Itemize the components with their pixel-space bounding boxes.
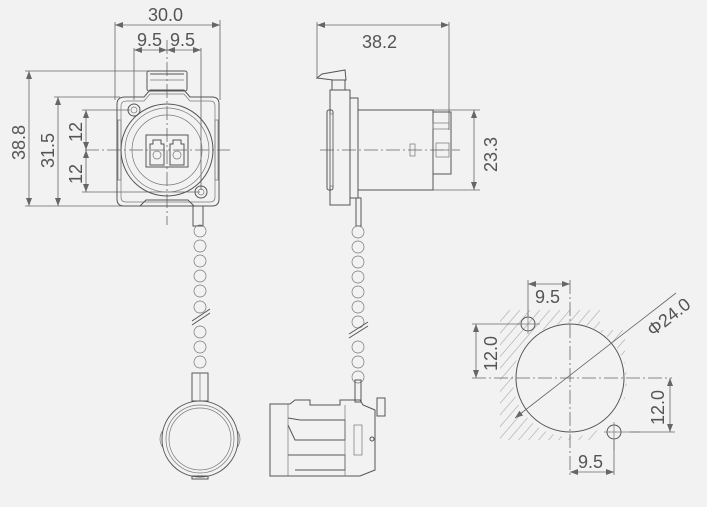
dim-front-lower-offset: 12 xyxy=(66,164,86,184)
side-dust-cap-chain xyxy=(348,225,369,384)
front-view: 30.0 9.5 9.5 38.8 31.5 12 12 xyxy=(9,5,230,227)
dim-front-height-flange: 31.5 xyxy=(38,133,58,168)
dim-cutout-left-offset: 12.0 xyxy=(481,336,501,371)
dim-side-length: 38.2 xyxy=(362,32,397,52)
side-view: 38.2 23.3 xyxy=(315,22,501,227)
dim-cutout-diameter: Φ24.0 xyxy=(643,294,694,340)
front-dust-cap-chain xyxy=(191,224,211,369)
panel-cutout-view: Φ24.0 9.5 12.0 12.0 9.5 xyxy=(472,280,694,476)
dim-cutout-bottom-offset: 9.5 xyxy=(578,452,603,472)
dim-front-half-right: 9.5 xyxy=(170,30,195,50)
dim-side-body-height: 23.3 xyxy=(481,137,501,172)
dim-cutout-top-offset: 9.5 xyxy=(535,287,560,307)
dust-cap-side-view xyxy=(269,379,386,477)
dust-cap-front-view xyxy=(159,372,241,480)
dim-front-upper-offset: 12 xyxy=(66,122,86,142)
dim-front-half-left: 9.5 xyxy=(137,30,162,50)
dim-front-width: 30.0 xyxy=(148,5,183,25)
dim-front-height-total: 38.8 xyxy=(9,125,29,160)
dim-cutout-right-offset: 12.0 xyxy=(648,390,668,425)
